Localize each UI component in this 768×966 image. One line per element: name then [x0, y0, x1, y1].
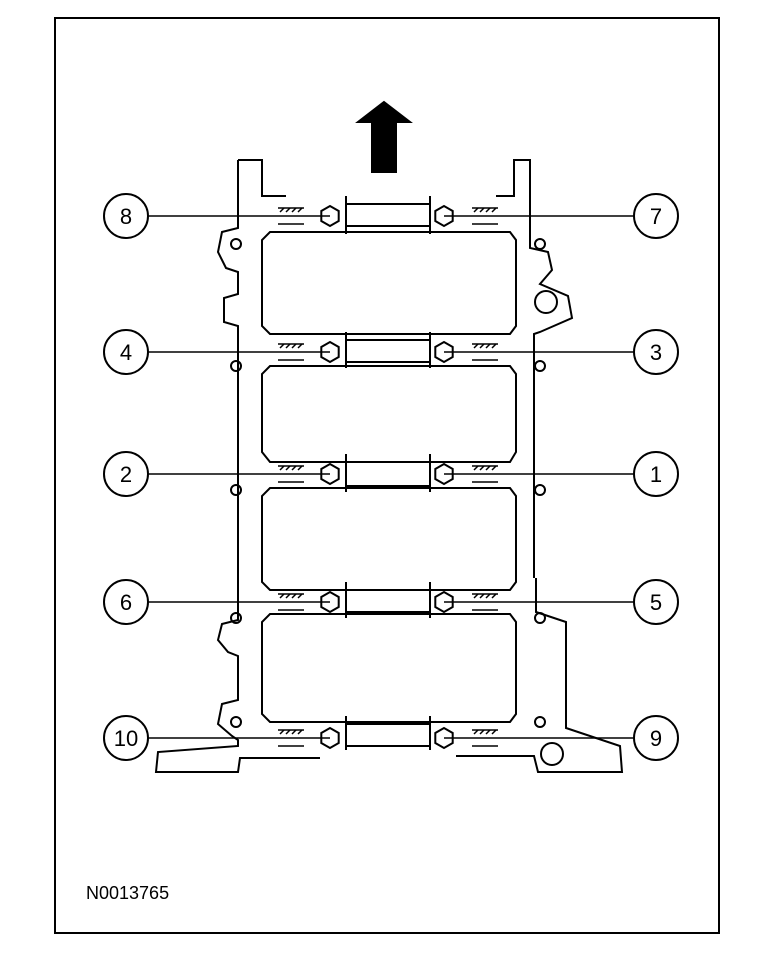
bolt-callout-8: 8 [103, 193, 149, 239]
bolt-callout-6-number: 6 [120, 590, 132, 615]
bolt-callout-10-number: 10 [114, 726, 138, 751]
bolt-callout-6: 6 [103, 579, 149, 625]
bolt-callout-5-number: 5 [650, 590, 662, 615]
bearing-window-1 [261, 231, 517, 335]
bolt-head-icon [434, 462, 454, 486]
bolt-callout-1-number: 1 [650, 462, 662, 487]
bolt-callout-7-number: 7 [650, 204, 662, 229]
bearing-window-3 [261, 487, 517, 591]
figure-frame [54, 17, 720, 934]
bolt-callout-4-number: 4 [120, 340, 132, 365]
bearing-window-4 [261, 613, 517, 723]
bearing-window-2 [261, 365, 517, 463]
bolt-callout-2-number: 2 [120, 462, 132, 487]
block-outline [154, 159, 624, 773]
bolt-callout-1: 1 [633, 451, 679, 497]
figure-id-label: N0013765 [86, 883, 170, 903]
bolt-callout-2: 2 [103, 451, 149, 497]
bolt-head-icon [320, 590, 340, 614]
bolt-callout-9-number: 9 [650, 726, 662, 751]
bolt-callout-4: 4 [103, 329, 149, 375]
bolt-head-icon [434, 726, 454, 750]
bolt-head-icon [320, 462, 340, 486]
bolt-head-icon [320, 726, 340, 750]
bolt-callout-7: 7 [633, 193, 679, 239]
bolt-callout-8-number: 8 [120, 204, 132, 229]
bolt-callout-3: 3 [633, 329, 679, 375]
bolt-head-icon [320, 204, 340, 228]
bolt-callout-3-number: 3 [650, 340, 662, 365]
bolt-callout-5: 5 [633, 579, 679, 625]
bolt-callout-10: 10 [103, 715, 149, 761]
bolt-head-icon [434, 340, 454, 364]
bolt-head-icon [320, 340, 340, 364]
bolt-callout-9: 9 [633, 715, 679, 761]
bolt-head-icon [434, 204, 454, 228]
bolt-head-icon [434, 590, 454, 614]
arrow-up-icon [355, 100, 413, 173]
